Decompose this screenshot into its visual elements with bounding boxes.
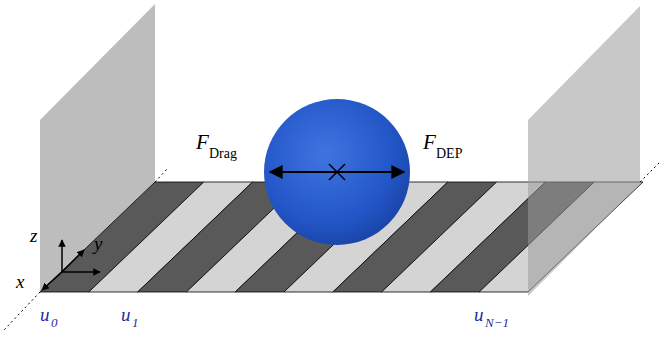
electrode-subscript: 1 <box>132 316 139 329</box>
axis-label: x <box>16 272 24 291</box>
y-axis <box>62 250 84 272</box>
drag-force-arrow <box>270 171 337 173</box>
dotted-edge <box>4 292 40 330</box>
force-subscript: Drag <box>209 147 237 161</box>
electrode-subscript: 0 <box>51 316 58 329</box>
dotted-edge <box>640 162 660 182</box>
x-axis <box>42 272 62 290</box>
force-subscript: DEP <box>436 147 462 161</box>
axis-label: z <box>30 226 37 245</box>
z-axis <box>61 240 63 272</box>
center-mark <box>329 164 345 180</box>
right-wall <box>528 6 640 296</box>
dep-force-arrow <box>337 171 404 173</box>
electrode-subscript: N−1 <box>485 316 509 329</box>
particle-sphere <box>264 99 410 245</box>
force-label: F <box>196 132 209 153</box>
dotted-edge <box>155 168 168 182</box>
axis-label: y <box>94 234 102 253</box>
force-label: F <box>423 132 436 153</box>
axis-arrow <box>62 271 100 273</box>
electrode-label: u <box>121 305 131 324</box>
electrode-label: u <box>474 305 484 324</box>
electrode-label: u <box>40 305 50 324</box>
